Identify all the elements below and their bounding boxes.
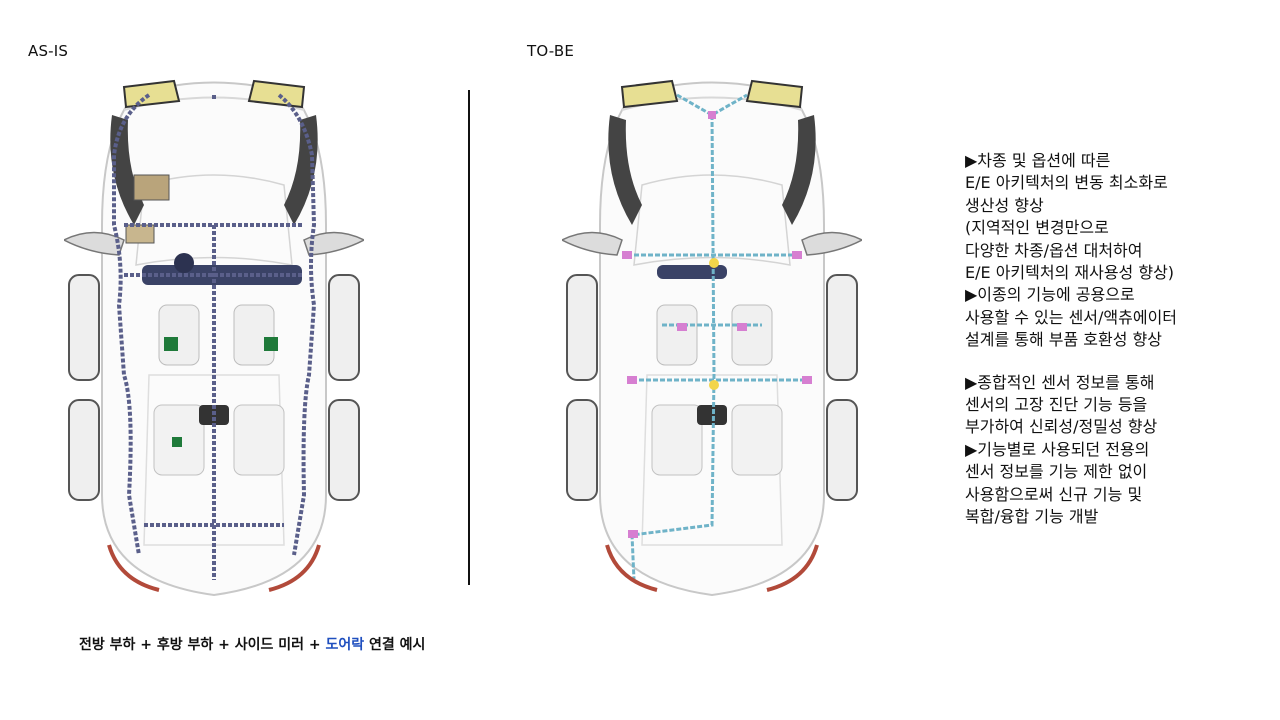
benefit-line: ▶이종의 기능에 공용으로 (965, 285, 1135, 305)
benefit-line: (지역적인 변경만으로 (965, 218, 1109, 238)
benefit-line: E/E 아키텍처의 변동 최소화로 (965, 173, 1168, 193)
benefit-line: 센서 정보를 기능 제한 없이 (965, 462, 1148, 482)
benefit-line: 사용함으로써 신규 기능 및 (965, 484, 1143, 504)
benefit-line: E/E 아키텍처의 재사용성 향상) (965, 263, 1175, 283)
to-be-car-diagram (562, 79, 862, 597)
benefit-line: 다양한 차종/옵션 대처하여 (965, 240, 1143, 260)
to-be-label: TO-BE (527, 42, 575, 60)
benefit-line: ▶차종 및 옵션에 따른 (965, 151, 1111, 170)
benefits-text: ▶차종 및 옵션에 따른 E/E 아키텍처의 변동 최소화로 생산성 향상 (지… (965, 150, 1265, 529)
benefit-line: 설계를 통해 부품 호환성 향상 (965, 330, 1162, 350)
caption-highlight: 도어락 (325, 637, 365, 653)
caption-part2: 연결 예시 (364, 637, 426, 653)
benefit-line: ▶기능별로 사용되던 전용의 (965, 439, 1150, 459)
benefit-line: 사용할 수 있는 센서/액츄에이터 (965, 307, 1178, 327)
divider-line (468, 90, 470, 585)
benefit-line: 복합/융합 기능 개발 (965, 507, 1099, 527)
benefit-line: ▶종합적인 센서 정보를 통해 (965, 372, 1155, 392)
benefit-line: 센서의 고장 진단 기능 등을 (965, 395, 1148, 415)
benefit-line: 생산성 향상 (965, 195, 1044, 215)
caption-part1: 전방 부하 + 후방 부하 + 사이드 미러 + (79, 637, 326, 653)
benefit-line: 부가하여 신뢰성/정밀성 향상 (965, 417, 1158, 437)
as-is-car-diagram (64, 79, 364, 597)
paragraph-gap (965, 352, 1265, 372)
caption: 전방 부하 + 후방 부하 + 사이드 미러 + 도어락 연결 예시 (79, 634, 425, 654)
as-is-label: AS-IS (28, 42, 69, 60)
